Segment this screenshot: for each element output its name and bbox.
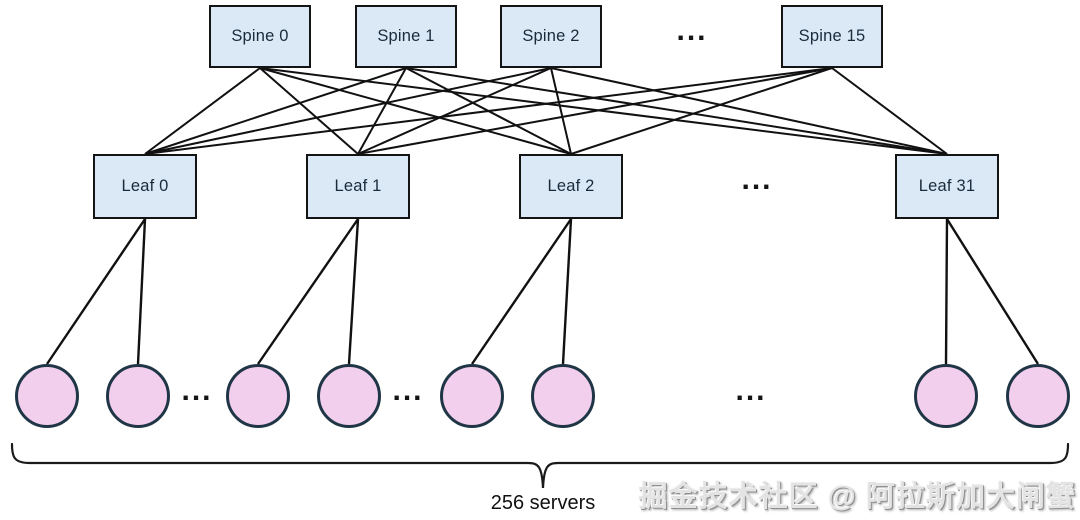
spine-node-label: Spine 1 [377, 27, 435, 45]
leaf-node-2: Leaf 2 [519, 154, 623, 219]
spine-leaf-edge [259, 67, 359, 155]
spine-node-label: Spine 2 [522, 27, 580, 45]
server-row-ellipsis: ... [392, 374, 424, 407]
leaf-server-edge [136, 218, 147, 365]
spine-node-1: Spine 1 [355, 5, 457, 68]
spine-node-label: Spine 15 [798, 27, 866, 45]
server-circle-7 [1006, 364, 1070, 428]
spine-leaf-edge [144, 67, 552, 155]
spine-leaf-edge [570, 67, 833, 155]
spine-node-0: Spine 0 [209, 5, 311, 68]
spine-leaf-edge [550, 67, 572, 155]
spine-leaf-edge [357, 67, 407, 155]
server-circle-3 [317, 364, 381, 428]
server-circle-1 [106, 364, 170, 428]
spine-leaf-edge [357, 67, 552, 155]
spine-leaf-edge [144, 67, 261, 155]
spine-leaf-edge [144, 67, 833, 155]
leaf-server-edge [46, 218, 146, 365]
spine-leaf-edge [259, 67, 572, 155]
server-circle-6 [914, 364, 978, 428]
leaf-server-edge [945, 218, 1040, 365]
server-circle-4 [440, 364, 504, 428]
server-circle-2 [226, 364, 290, 428]
leaf-server-edge [944, 218, 949, 365]
spine-leaf-edge [831, 67, 948, 155]
leaf-row-ellipsis: ... [741, 163, 773, 196]
spine-leaf-edge [144, 67, 407, 155]
leaf-node-1: Leaf 1 [306, 154, 410, 219]
spine-leaf-edge [405, 67, 948, 155]
spine-leaf-edge [357, 67, 833, 155]
spine-node-3: Spine 15 [781, 5, 883, 68]
leaf-node-label: Leaf 2 [547, 177, 595, 195]
server-circle-5 [531, 364, 595, 428]
edges-group [46, 67, 1040, 365]
leaf-node-label: Leaf 1 [334, 177, 382, 195]
servers-count-label: 256 servers [490, 492, 596, 514]
leaf-server-edge [471, 218, 572, 365]
leaf-node-0: Leaf 0 [93, 154, 197, 219]
server-circle-0 [15, 364, 79, 428]
servers-brace [10, 442, 1070, 489]
server-row-ellipsis: ... [181, 374, 213, 407]
spine-node-2: Spine 2 [500, 5, 602, 68]
leaf-server-edge [347, 218, 360, 365]
leaf-node-label: Leaf 31 [918, 177, 976, 195]
leaf-node-label: Leaf 0 [121, 177, 169, 195]
spine-node-label: Spine 0 [231, 27, 289, 45]
leaf-server-edge [257, 218, 359, 365]
spine-row-ellipsis: ... [676, 14, 708, 47]
spine-leaf-edge [259, 67, 948, 155]
spine-leaf-edge [550, 67, 948, 155]
server-row-ellipsis: ... [735, 374, 767, 407]
leaf-node-3: Leaf 31 [895, 154, 999, 219]
leaf-server-edge [561, 218, 573, 365]
watermark-text: 掘金技术社区 @ 阿拉斯加大闸蟹 [638, 481, 1076, 513]
